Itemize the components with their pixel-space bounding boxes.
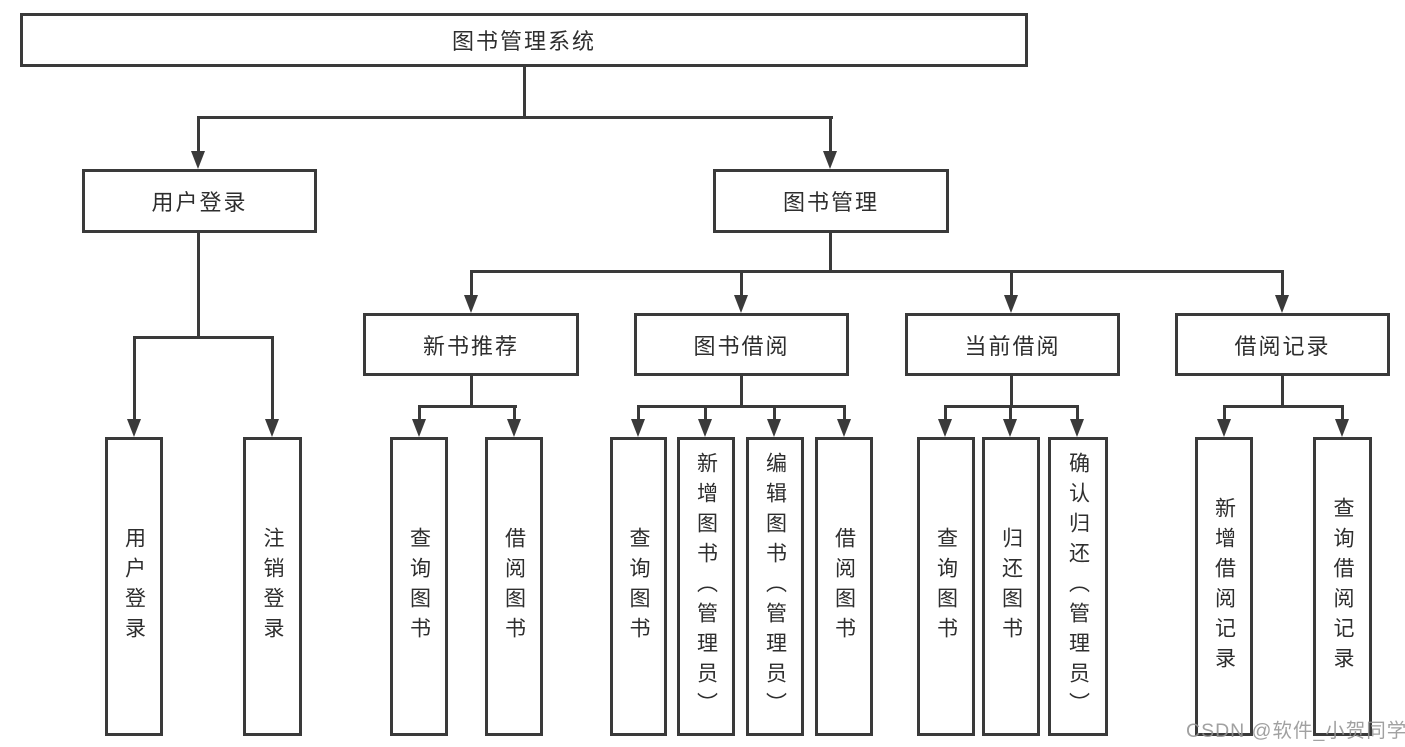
arrow-down-icon	[507, 419, 521, 437]
arrow-down-icon	[837, 419, 851, 437]
connector-line	[133, 336, 136, 419]
connector-line	[271, 336, 274, 419]
arrow-down-icon	[265, 419, 279, 437]
arrow-down-icon	[1335, 419, 1349, 437]
connector-line	[1341, 405, 1344, 419]
connector-line	[1281, 376, 1284, 408]
arrow-down-icon	[1275, 295, 1289, 313]
connector-line	[523, 67, 526, 118]
leaf-label: 归还图书	[999, 526, 1023, 647]
leaf-query-books-2: 查询图书	[610, 437, 667, 736]
leaf-add-book-admin: 新增图书（管理员）	[677, 437, 735, 736]
connector-line	[133, 336, 274, 339]
arrow-down-icon	[1070, 419, 1084, 437]
leaf-label: 新增借阅记录	[1212, 496, 1236, 677]
arrow-down-icon	[464, 295, 478, 313]
leaf-borrow-books-2: 借阅图书	[815, 437, 873, 736]
leaf-logout: 注销登录	[243, 437, 302, 736]
leaf-label: 查询借阅记录	[1331, 496, 1354, 677]
leaf-query-borrow-record: 查询借阅记录	[1313, 437, 1372, 736]
leaf-borrow-books-1: 借阅图书	[485, 437, 543, 736]
node-book-management: 图书管理	[713, 169, 949, 233]
connector-line	[418, 405, 421, 419]
connector-line	[1076, 405, 1079, 419]
leaf-label: 确认归还（管理员）	[1066, 451, 1090, 722]
arrow-down-icon	[412, 419, 426, 437]
connector-line	[197, 116, 833, 119]
leaf-add-borrow-record: 新增借阅记录	[1195, 437, 1253, 736]
connector-line	[1223, 405, 1226, 419]
arrow-down-icon	[938, 419, 952, 437]
leaf-query-books-3: 查询图书	[917, 437, 975, 736]
connector-line	[470, 270, 1284, 273]
connector-line	[829, 116, 832, 152]
leaf-label: 编辑图书（管理员）	[763, 451, 787, 722]
arrow-down-icon	[1004, 295, 1018, 313]
connector-line	[470, 376, 473, 408]
leaf-query-books-1: 查询图书	[390, 437, 448, 736]
arrow-down-icon	[823, 151, 837, 169]
connector-line	[1281, 270, 1284, 296]
arrow-down-icon	[191, 151, 205, 169]
node-new-book-recommendation: 新书推荐	[363, 313, 579, 376]
leaf-return-books: 归还图书	[982, 437, 1040, 736]
arrow-down-icon	[698, 419, 712, 437]
node-book-borrowing: 图书借阅	[634, 313, 849, 376]
connector-line	[513, 405, 516, 419]
connector-line	[197, 116, 200, 152]
connector-line	[1010, 376, 1013, 408]
leaf-label: 用户登录	[122, 526, 146, 647]
leaf-label: 新增图书（管理员）	[694, 451, 718, 722]
leaf-label: 借阅图书	[832, 526, 856, 647]
leaf-label: 查询图书	[934, 526, 958, 647]
leaf-label: 查询图书	[407, 526, 431, 647]
node-borrowing-records: 借阅记录	[1175, 313, 1390, 376]
arrow-down-icon	[767, 419, 781, 437]
leaf-confirm-return-admin: 确认归还（管理员）	[1048, 437, 1108, 736]
connector-line	[829, 233, 832, 273]
connector-line	[418, 405, 517, 408]
node-user-login: 用户登录	[82, 169, 317, 233]
connector-line	[1223, 405, 1344, 408]
leaf-label: 查询图书	[627, 526, 650, 647]
connector-line	[740, 270, 743, 296]
connector-line	[1010, 270, 1013, 296]
arrow-down-icon	[1003, 419, 1017, 437]
node-current-borrowing: 当前借阅	[905, 313, 1120, 376]
leaf-user-login: 用户登录	[105, 437, 163, 736]
watermark: CSDN @软件_小贺同学	[1186, 720, 1405, 742]
connector-line	[197, 233, 200, 339]
connector-line	[637, 405, 846, 408]
leaf-label: 借阅图书	[502, 526, 526, 647]
connector-line	[773, 405, 776, 419]
connector-line	[740, 376, 743, 408]
arrow-down-icon	[631, 419, 645, 437]
arrow-down-icon	[1217, 419, 1231, 437]
leaf-edit-book-admin: 编辑图书（管理员）	[746, 437, 804, 736]
connector-line	[704, 405, 707, 419]
arrow-down-icon	[734, 295, 748, 313]
arrow-down-icon	[127, 419, 141, 437]
connector-line	[470, 270, 473, 296]
connector-line	[637, 405, 640, 419]
connector-line	[843, 405, 846, 419]
node-root: 图书管理系统	[20, 13, 1028, 67]
connector-line	[1009, 405, 1012, 419]
leaf-label: 注销登录	[261, 526, 284, 647]
connector-line	[944, 405, 947, 419]
